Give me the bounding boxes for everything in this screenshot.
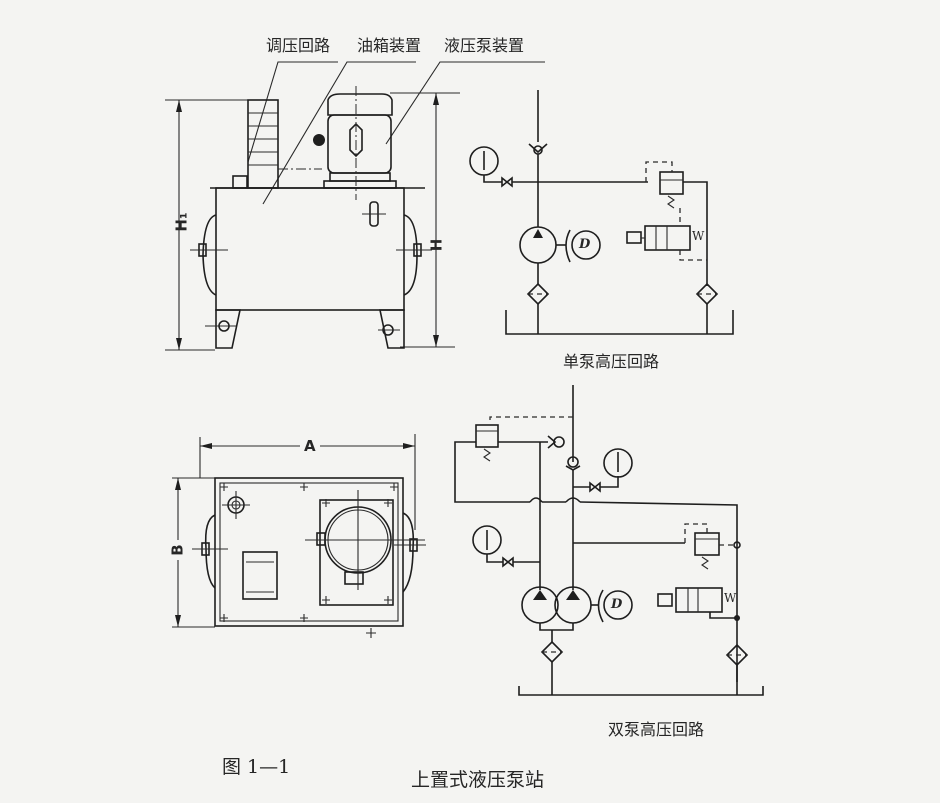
callout-pressure-circuit: 调压回路 bbox=[266, 36, 331, 55]
spring-label: W bbox=[692, 229, 705, 243]
dimension-h1 bbox=[165, 99, 248, 351]
leader-pump-unit bbox=[385, 61, 545, 145]
reservoir-symbol bbox=[518, 686, 764, 696]
oil-tank-body bbox=[190, 187, 432, 349]
check-valve-symbol bbox=[567, 456, 579, 468]
front-elevation-view bbox=[165, 61, 545, 351]
leader-pressure-circuit bbox=[247, 61, 338, 163]
spring-label: W bbox=[724, 591, 737, 605]
plan-view bbox=[172, 434, 426, 638]
dimension-label-b: B bbox=[168, 544, 187, 556]
motor-symbol bbox=[603, 590, 633, 620]
dimension-a bbox=[199, 434, 416, 530]
callout-pump-unit: 液压泵装置 bbox=[444, 36, 525, 55]
dimension-b bbox=[172, 477, 215, 628]
leader-oil-tank bbox=[262, 61, 416, 205]
double-pump-circuit bbox=[454, 385, 764, 696]
relief-valve-symbol bbox=[659, 171, 684, 195]
figure-title: 上置式液压泵站 bbox=[411, 769, 545, 791]
dimension-label-a: A bbox=[304, 437, 316, 455]
single-pump-caption: 单泵高压回路 bbox=[563, 352, 660, 371]
pressure-control-block bbox=[232, 99, 322, 189]
dimension-label-h1: H₁ bbox=[172, 212, 191, 232]
bolt-marks bbox=[220, 483, 398, 638]
motor-assembly bbox=[313, 86, 397, 200]
double-pump-caption: 双泵高压回路 bbox=[608, 720, 705, 739]
single-pump-circuit bbox=[469, 90, 734, 335]
motor-label: D bbox=[579, 237, 591, 252]
solenoid-valve-symbol bbox=[675, 587, 723, 613]
motor-label: D bbox=[611, 597, 623, 612]
dimension-label-h: H bbox=[427, 238, 446, 252]
dimension-h bbox=[390, 92, 460, 348]
motor-symbol bbox=[571, 230, 601, 260]
reservoir-symbol bbox=[505, 310, 734, 335]
relief-valve-symbol bbox=[694, 532, 720, 556]
callout-leaders bbox=[247, 61, 545, 205]
figure-number: 图 1—1 bbox=[222, 756, 291, 778]
check-valve-symbol bbox=[528, 143, 548, 154]
relief-valve-symbol bbox=[475, 424, 499, 448]
callout-oil-tank-unit: 油箱装置 bbox=[357, 36, 422, 55]
gauge-valve-symbol bbox=[501, 176, 513, 188]
pressure-gauge-symbol bbox=[603, 448, 633, 478]
